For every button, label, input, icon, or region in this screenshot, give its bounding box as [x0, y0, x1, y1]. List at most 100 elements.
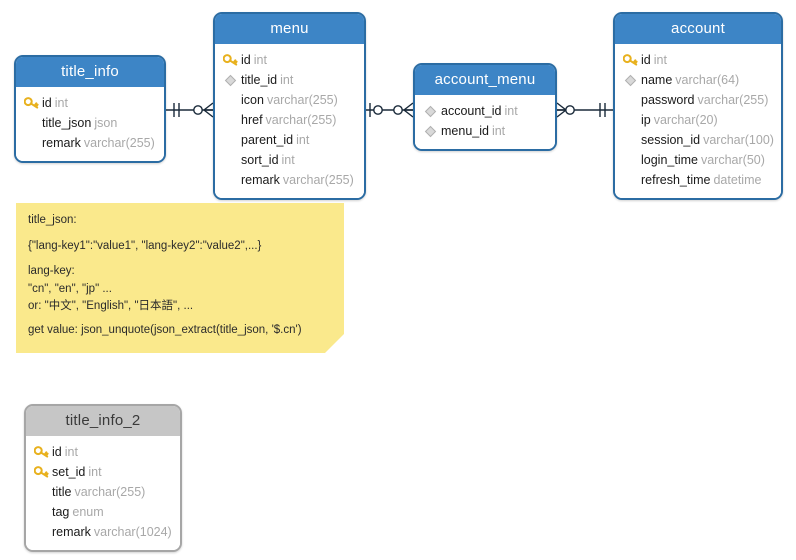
entity-title_info[interactable]: title_info id int title_json json re: [14, 55, 166, 163]
field-name: name: [641, 73, 673, 87]
field-name: href: [241, 113, 263, 127]
field-row[interactable]: title_json json: [16, 113, 164, 133]
field-name: id: [52, 445, 62, 459]
entity-account_menu-name: account_menu: [415, 65, 555, 95]
entity-menu[interactable]: menu id int title_id in: [213, 12, 366, 200]
primary-key-icon: [621, 52, 639, 68]
entity-title_info-fields: id int title_json json remark varchar(25…: [16, 87, 164, 161]
field-row[interactable]: remark varchar(1024): [26, 522, 180, 542]
field-row[interactable]: ip varchar(20): [615, 110, 781, 130]
cardinality-many-crowfoot: [402, 102, 414, 118]
note-title_json[interactable]: title_json: {"lang-key1":"value1", "lang…: [16, 203, 344, 353]
field-type: varchar(20): [653, 113, 718, 127]
blank-icon: [221, 152, 239, 168]
cardinality-many-crowfoot: [202, 102, 214, 118]
field-name: parent_id: [241, 133, 294, 147]
field-row[interactable]: title varchar(255): [26, 482, 180, 502]
field-type: varchar(1024): [93, 525, 172, 539]
field-name: remark: [42, 136, 81, 150]
field-type: datetime: [713, 173, 762, 187]
field-row[interactable]: parent_id int: [215, 130, 364, 150]
blank-icon: [221, 132, 239, 148]
field-name: title: [52, 485, 72, 499]
blank-icon: [221, 172, 239, 188]
blank-icon: [621, 92, 639, 108]
foreign-key-icon: [421, 103, 439, 119]
blank-icon: [22, 135, 40, 151]
relationship-menu-account_menu[interactable]: [366, 102, 414, 118]
cardinality-zero-circle: [193, 105, 203, 115]
blank-icon: [621, 152, 639, 168]
relationship-account_menu-account[interactable]: [556, 102, 613, 118]
blank-icon: [32, 524, 50, 540]
blank-icon: [32, 484, 50, 500]
field-row[interactable]: name varchar(64): [615, 70, 781, 90]
field-row[interactable]: remark varchar(255): [16, 133, 164, 153]
field-row[interactable]: refresh_time datetime: [615, 170, 781, 190]
field-name: login_time: [641, 153, 698, 167]
field-row[interactable]: password varchar(255): [615, 90, 781, 110]
primary-key-icon: [32, 444, 50, 460]
entity-title_info_2-fields: id int set_id int title varchar(255): [26, 436, 180, 550]
field-name: refresh_time: [641, 173, 711, 187]
field-name: id: [641, 53, 651, 67]
field-name: menu_id: [441, 124, 489, 138]
field-type: varchar(255): [282, 173, 354, 187]
field-name: password: [641, 93, 695, 107]
field-type: int: [54, 96, 68, 110]
field-name: tag: [52, 505, 70, 519]
field-row[interactable]: title_id int: [215, 70, 364, 90]
field-row[interactable]: sort_id int: [215, 150, 364, 170]
relationship-title_info-menu[interactable]: [166, 102, 214, 118]
entity-account-name: account: [615, 14, 781, 44]
field-row[interactable]: remark varchar(255): [215, 170, 364, 190]
field-row[interactable]: session_id varchar(100): [615, 130, 781, 150]
entity-menu-fields: id int title_id int icon varchar(255) h: [215, 44, 364, 198]
field-name: set_id: [52, 465, 86, 479]
field-type: int: [280, 73, 294, 87]
field-name: id: [42, 96, 52, 110]
note-line: get value: json_unquote(json_extract(tit…: [28, 323, 302, 336]
field-row[interactable]: id int: [615, 50, 781, 70]
field-row[interactable]: account_id int: [415, 101, 555, 121]
field-type: varchar(255): [74, 485, 146, 499]
field-type: int: [491, 124, 506, 138]
field-row[interactable]: href varchar(255): [215, 110, 364, 130]
field-name: sort_id: [241, 153, 279, 167]
field-type: int: [504, 104, 518, 118]
foreign-key-icon: [621, 72, 639, 88]
entity-account_menu[interactable]: account_menu account_id int menu_id: [413, 63, 557, 151]
primary-key-icon: [221, 52, 239, 68]
cardinality-zero-circle: [393, 105, 403, 115]
cardinality-zero-circle: [373, 105, 383, 115]
blank-icon: [221, 92, 239, 108]
field-row[interactable]: id int: [215, 50, 364, 70]
field-type: varchar(255): [697, 93, 769, 107]
field-type: varchar(255): [83, 136, 155, 150]
field-name: title_id: [241, 73, 278, 87]
field-row[interactable]: id int: [16, 93, 164, 113]
primary-key-icon: [22, 95, 40, 111]
blank-icon: [621, 112, 639, 128]
foreign-key-icon: [221, 72, 239, 88]
note-line: "cn", "en", "jp" ...: [28, 282, 112, 295]
cardinality-many-crowfoot: [556, 102, 568, 118]
entity-title_info_2[interactable]: title_info_2 id int: [24, 404, 182, 552]
field-row[interactable]: menu_id int: [415, 121, 555, 141]
field-name: id: [241, 53, 251, 67]
cardinality-zero-circle: [565, 105, 575, 115]
entity-account_menu-fields: account_id int menu_id int: [415, 95, 555, 149]
blank-icon: [221, 112, 239, 128]
entity-title_info-name: title_info: [16, 57, 164, 87]
field-row[interactable]: set_id int: [26, 462, 180, 482]
field-row[interactable]: id int: [26, 442, 180, 462]
field-name: title_json: [42, 116, 92, 130]
entity-menu-name: menu: [215, 14, 364, 44]
entity-account[interactable]: account id int name var: [613, 12, 783, 200]
field-row[interactable]: login_time varchar(50): [615, 150, 781, 170]
field-type: int: [253, 53, 267, 67]
field-row[interactable]: tag enum: [26, 502, 180, 522]
field-row[interactable]: icon varchar(255): [215, 90, 364, 110]
entity-account-fields: id int name varchar(64) password varchar…: [615, 44, 781, 198]
